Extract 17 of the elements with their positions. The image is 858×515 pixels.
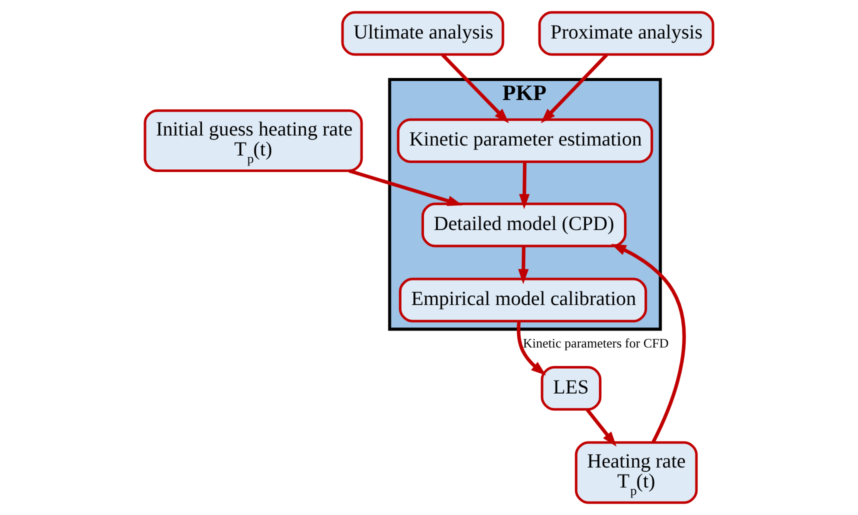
node-box: Kinetic parameter estimation bbox=[396, 118, 654, 163]
arrow bbox=[611, 244, 686, 444]
node-box: Initial guess heating rate T$_{p}$(t) bbox=[144, 109, 363, 172]
edge-label: Kinetic parameters for CFD bbox=[522, 336, 669, 351]
node-box: Empirical model calibration bbox=[398, 278, 648, 322]
node-box: Proximate analysis bbox=[538, 11, 714, 56]
node-box: Detailed model (CPD) bbox=[421, 202, 627, 248]
node-box: Ultimate analysis bbox=[341, 11, 504, 56]
arrow bbox=[540, 54, 608, 124]
arrow bbox=[348, 169, 463, 206]
arrow bbox=[586, 408, 617, 447]
node-box: Heating rate T$_{p}$(t) bbox=[574, 441, 698, 504]
arrow bbox=[519, 162, 530, 210]
arrow bbox=[518, 246, 529, 284]
arrow bbox=[516, 321, 546, 376]
node-box: LES bbox=[540, 366, 602, 411]
arrow bbox=[441, 54, 510, 124]
